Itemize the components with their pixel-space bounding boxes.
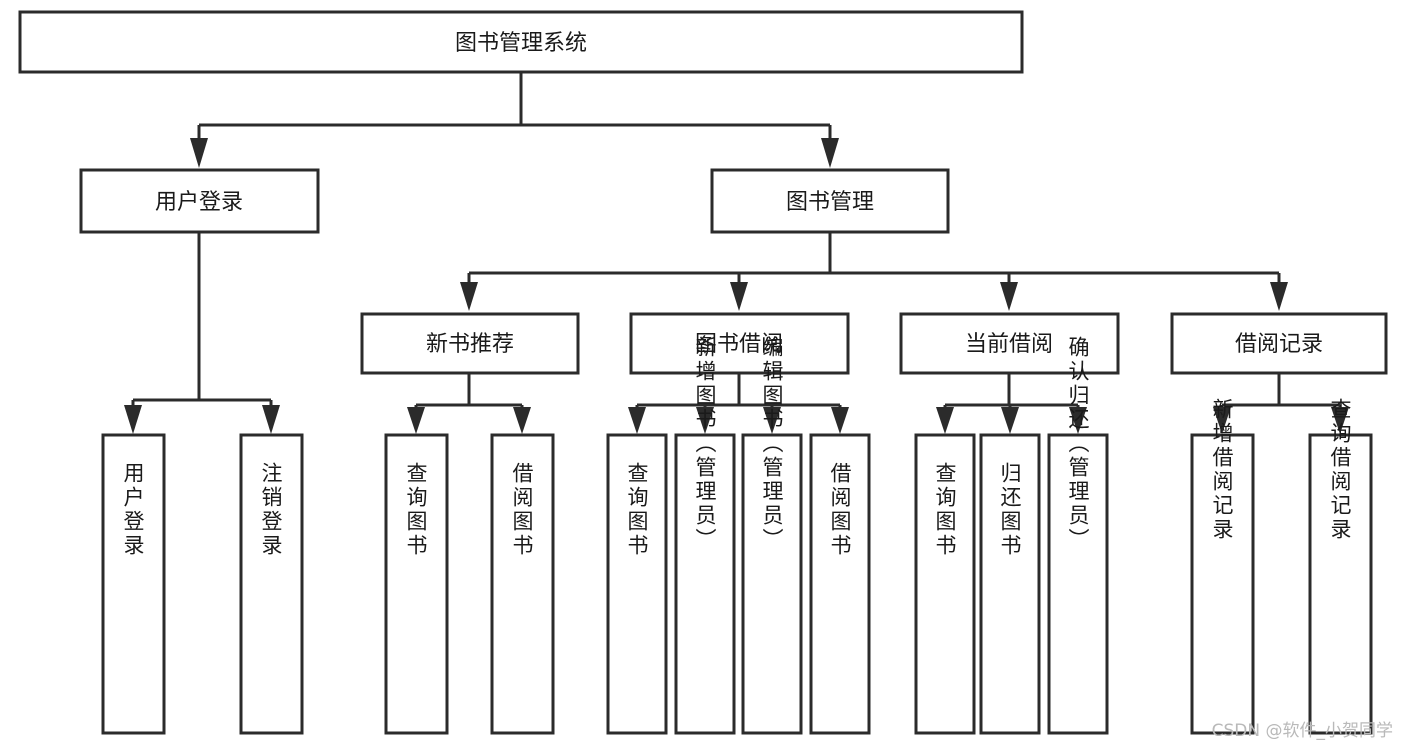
- leaf-add-record-label: 新增借阅记录: [1210, 398, 1234, 542]
- arrow-leaf-logout: [262, 405, 280, 434]
- arrow-leaf-borrow-book-2: [831, 407, 849, 434]
- connector-group-root-to-level2: [190, 72, 839, 168]
- arrow-leaf-query-record: [1331, 407, 1349, 434]
- leaf-add-book-label: 新增图书（管理员）: [693, 336, 717, 552]
- node-book-manage-label: 图书管理: [786, 190, 874, 215]
- leaf-node-query-record[interactable]: 查询借阅记录: [1308, 398, 1373, 735]
- leaf-borrow-book-1-label: 借阅图书: [510, 462, 534, 558]
- arrow-leaf-query-book-1: [407, 407, 425, 434]
- arrow-current-borrow: [1000, 282, 1018, 311]
- arrow-leaf-user-login: [124, 405, 142, 434]
- leaf-query-book-1-label: 查询图书: [404, 462, 428, 558]
- node-current-borrow-label: 当前借阅: [965, 332, 1053, 357]
- leaf-node-user-login[interactable]: 用户登录: [101, 433, 166, 735]
- leaf-query-book-3-box[interactable]: [914, 433, 976, 735]
- leaf-node-add-book[interactable]: 新增图书（管理员）: [674, 336, 736, 735]
- leaf-borrow-book-2-box[interactable]: [809, 433, 871, 735]
- arrow-leaf-query-book-3: [936, 407, 954, 434]
- arrow-book-manage: [821, 138, 839, 168]
- leaf-node-return-book[interactable]: 归还图书: [979, 433, 1041, 735]
- leaf-return-book-box[interactable]: [979, 433, 1041, 735]
- leaf-node-confirm-return[interactable]: 确认归还（管理员）: [1047, 336, 1109, 735]
- arrow-leaf-borrow-book-1: [513, 407, 531, 434]
- arrow-leaf-add-record: [1213, 407, 1231, 434]
- leaf-query-record-label: 查询借阅记录: [1328, 398, 1352, 542]
- connector-group-borrow-record-to-leaves: [1213, 373, 1349, 434]
- arrow-book-borrow: [730, 282, 748, 311]
- node-root-label: 图书管理系统: [455, 31, 587, 56]
- leaf-node-edit-book[interactable]: 编辑图书（管理员）: [741, 336, 803, 735]
- leaf-edit-book-label: 编辑图书（管理员）: [760, 336, 784, 552]
- node-root[interactable]: 图书管理系统: [18, 10, 1024, 74]
- node-current-borrow-box[interactable]: [899, 312, 1120, 375]
- node-book-manage-box[interactable]: [710, 168, 950, 234]
- leaf-user-login-box[interactable]: [101, 433, 166, 735]
- leaf-query-book-2-box[interactable]: [606, 433, 668, 735]
- node-new-book-recommend[interactable]: 新书推荐: [360, 312, 580, 375]
- leaf-edit-book-box[interactable]: [741, 433, 803, 735]
- leaf-return-book-label: 归还图书: [998, 462, 1022, 558]
- leaf-confirm-return-label: 确认归还（管理员）: [1066, 336, 1090, 552]
- node-user-login-box[interactable]: [79, 168, 320, 234]
- leaf-borrow-book-1-box[interactable]: [490, 433, 555, 735]
- leaf-node-query-book-3[interactable]: 查询图书: [914, 433, 976, 735]
- connector-group-book-manage-to-level3: [460, 232, 1288, 311]
- leaf-add-record-box[interactable]: [1190, 433, 1255, 735]
- arrow-leaf-query-book-2: [628, 407, 646, 434]
- arrow-leaf-edit-book: [763, 407, 781, 434]
- arrow-borrow-record: [1270, 282, 1288, 311]
- leaf-query-book-1-box[interactable]: [384, 433, 449, 735]
- node-new-book-recommend-box[interactable]: [360, 312, 580, 375]
- connector-group-current-borrow-to-leaves: [936, 373, 1087, 434]
- leaf-node-add-record[interactable]: 新增借阅记录: [1190, 398, 1255, 735]
- node-root-box[interactable]: [18, 10, 1024, 74]
- leaf-node-borrow-book-2[interactable]: 借阅图书: [809, 433, 871, 735]
- leaf-query-book-2-label: 查询图书: [625, 462, 649, 558]
- node-user-login-label: 用户登录: [155, 190, 243, 215]
- node-current-borrow[interactable]: 当前借阅: [899, 312, 1120, 375]
- leaf-query-book-3-label: 查询图书: [933, 462, 957, 558]
- node-borrow-record-label: 借阅记录: [1235, 332, 1323, 357]
- node-book-manage[interactable]: 图书管理: [710, 168, 950, 234]
- leaf-node-borrow-book-1[interactable]: 借阅图书: [490, 433, 555, 735]
- node-user-login[interactable]: 用户登录: [79, 168, 320, 234]
- leaf-node-query-book-2[interactable]: 查询图书: [606, 433, 668, 735]
- connector-group-book-borrow-to-leaves: [628, 373, 849, 434]
- connector-group-new-book-to-leaves: [407, 373, 531, 434]
- node-book-borrow[interactable]: 图书借阅: [629, 312, 850, 375]
- arrow-leaf-confirm-return: [1069, 407, 1087, 434]
- node-book-borrow-box[interactable]: [629, 312, 850, 375]
- leaf-node-logout[interactable]: 注销登录: [239, 433, 304, 735]
- arrow-leaf-add-book: [696, 407, 714, 434]
- node-new-book-recommend-label: 新书推荐: [426, 332, 514, 357]
- node-borrow-record-box[interactable]: [1170, 312, 1388, 375]
- node-book-borrow-label: 图书借阅: [695, 332, 783, 357]
- leaf-logout-box[interactable]: [239, 433, 304, 735]
- connector-group-user-login-to-leaves: [124, 232, 280, 434]
- arrow-new-book-recommend: [460, 282, 478, 311]
- arrow-user-login: [190, 138, 208, 168]
- leaf-confirm-return-box[interactable]: [1047, 433, 1109, 735]
- leaf-add-book-box[interactable]: [674, 433, 736, 735]
- leaf-logout-label: 注销登录: [259, 462, 283, 558]
- node-borrow-record[interactable]: 借阅记录: [1170, 312, 1388, 375]
- arrow-leaf-return-book: [1001, 407, 1019, 434]
- leaf-node-query-book-1[interactable]: 查询图书: [384, 433, 449, 735]
- leaf-query-record-box[interactable]: [1308, 433, 1373, 735]
- leaf-user-login-label: 用户登录: [121, 462, 145, 558]
- leaf-borrow-book-2-label: 借阅图书: [828, 462, 852, 558]
